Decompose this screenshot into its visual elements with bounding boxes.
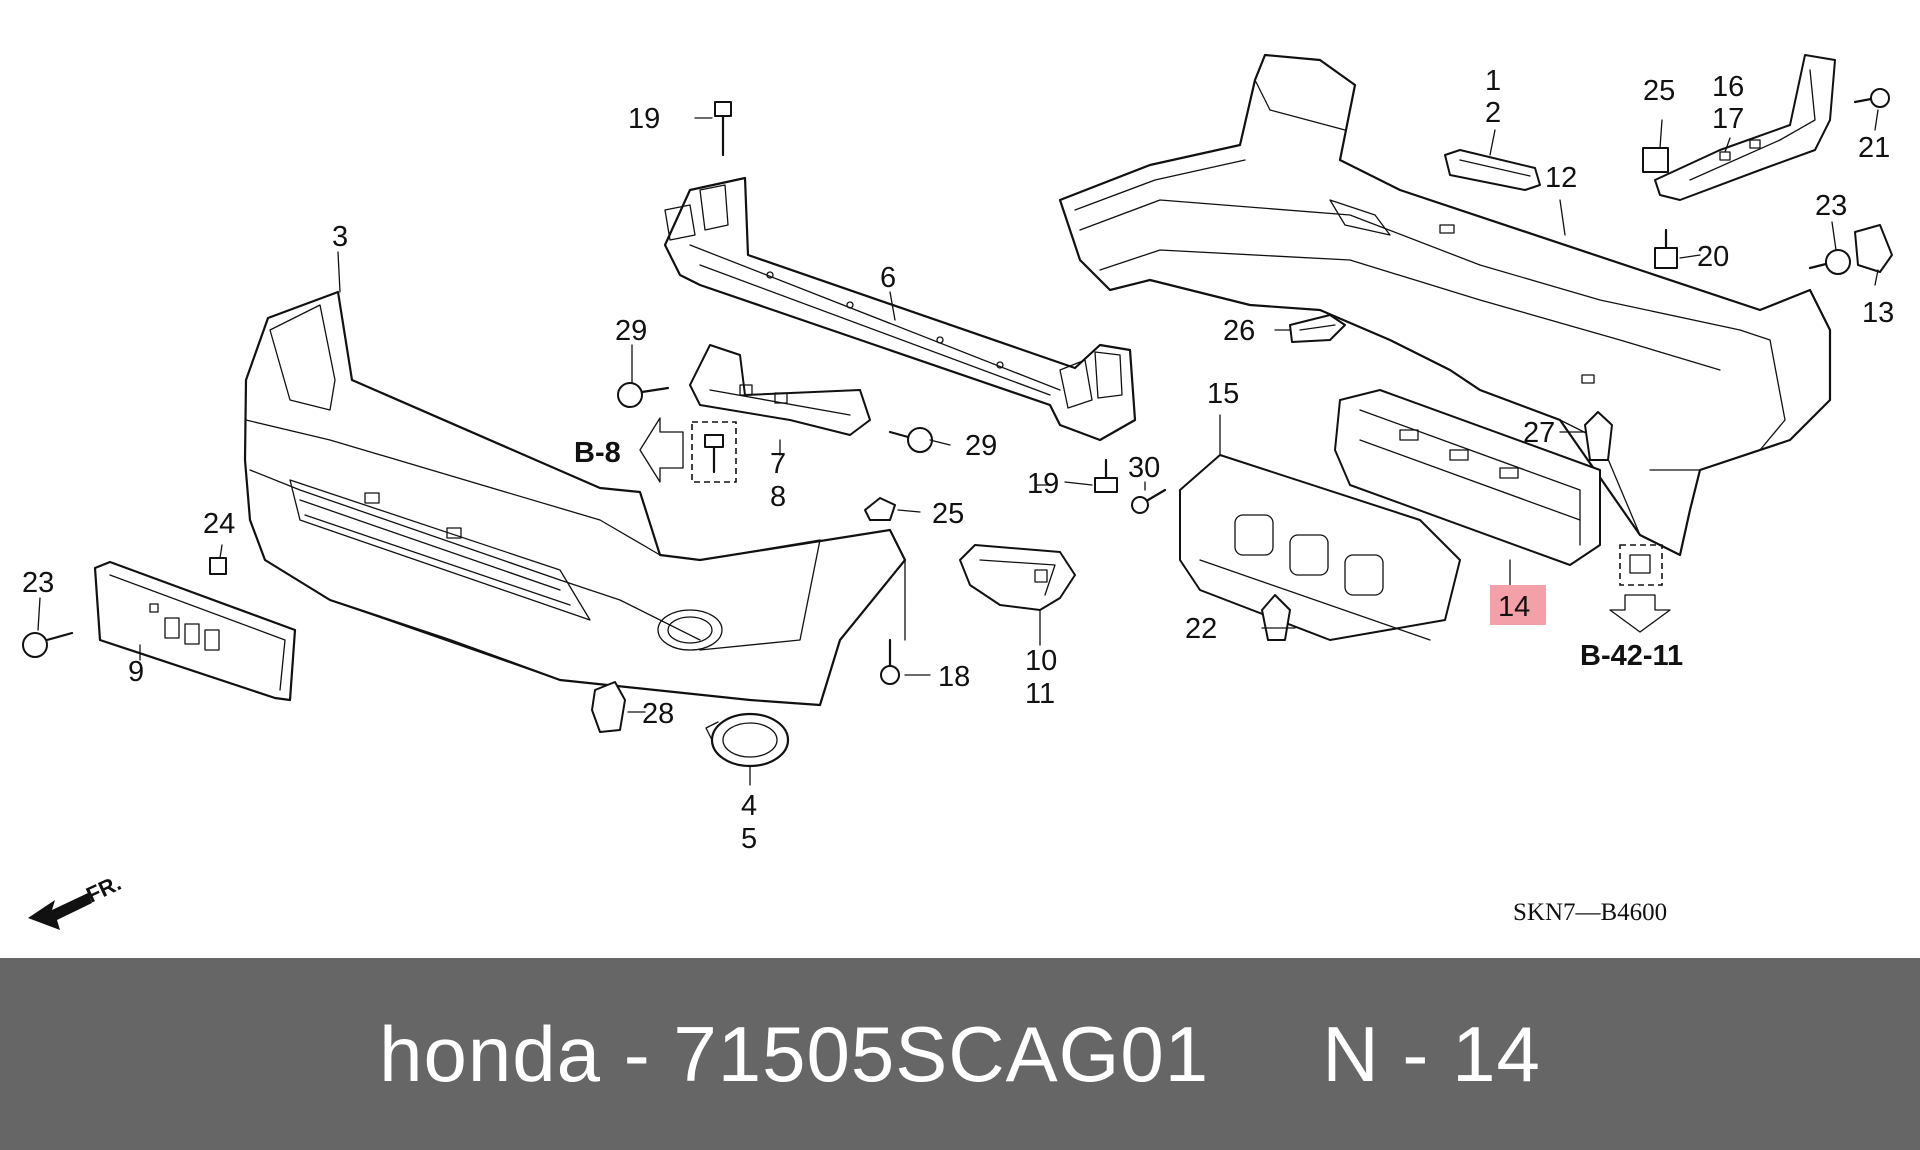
label-part-29-lower: 29 [965,430,997,462]
label-part-21: 21 [1858,132,1890,164]
label-part-23-rear: 23 [1815,190,1847,222]
label-part-19-lower: 19 [1027,468,1059,500]
bolt-21 [1853,88,1890,108]
caption-bar: honda - 71505SCAG01 N - 14 [0,958,1920,1150]
label-part-19-top: 19 [628,103,660,135]
label-part-14: 14 [1498,591,1530,623]
fog-light-ring-part-4-5 [705,712,790,768]
label-part-23-front: 23 [22,567,54,599]
label-part-25-rear: 25 [1643,75,1675,107]
side-bracket-part-10-11 [959,544,1076,611]
nut-24 [209,557,227,575]
screw-18 [880,638,900,685]
label-part-3: 3 [332,221,348,253]
front-direction-arrow-icon [28,893,92,930]
clip-part-26 [1289,314,1346,343]
ref-b4211: B-42-11 [1580,640,1683,672]
label-part-15: 15 [1207,378,1239,410]
label-part-12: 12 [1545,162,1577,194]
label-part-13: 13 [1862,297,1894,329]
parts-diagram: 1 2 3 4 5 6 7 8 9 10 11 12 13 14 15 16 1… [22,53,1895,930]
clip-25-front [864,497,896,521]
label-part-9: 9 [128,656,144,688]
bolt-19-lower [1094,458,1118,493]
label-part-30: 30 [1128,452,1160,484]
clip-22 [1261,594,1291,641]
bolt-29-lower [888,427,933,453]
label-part-17: 17 [1712,103,1744,135]
label-part-2: 2 [1485,97,1501,129]
label-part-27: 27 [1523,417,1555,449]
label-part-8: 8 [770,481,786,513]
part-labels: 1 2 3 4 5 6 7 8 9 10 11 12 13 14 15 16 1… [22,65,1894,926]
front-bumper-part-3 [243,290,907,707]
bolt-29-upper [617,382,670,408]
bolt-20 [1654,228,1678,269]
label-part-7: 7 [770,448,786,480]
highlight-box-part-14 [1490,585,1546,625]
label-part-24: 24 [203,508,235,540]
rear-absorber-part-14 [1334,389,1601,566]
diagram-code: SKN7—B4600 [1513,899,1667,926]
rear-absorber-part-15 [1179,454,1461,641]
bolt-23-front [22,631,74,658]
rear-side-bracket-part-16-17 [1654,54,1836,201]
arrow-b4211-icon [1609,594,1671,633]
clip-25-rear [1642,147,1669,173]
ref-b8: B-8 [574,437,621,469]
label-part-10: 10 [1025,645,1057,677]
clip-27 [1584,411,1613,461]
label-part-4: 4 [741,790,757,822]
front-beam-part-6 [663,176,1137,442]
label-part-16: 16 [1712,71,1744,103]
label-part-20: 20 [1697,241,1729,273]
bolt-23-rear [1808,249,1851,275]
label-part-5: 5 [741,823,757,855]
label-part-18: 18 [938,661,970,693]
fasteners [22,88,1893,733]
front-bracket-part-7-8 [689,344,871,436]
seal-13 [1854,224,1893,273]
label-part-6: 6 [880,262,896,294]
label-part-22: 22 [1185,613,1217,645]
rear-bumper-part-12 [1058,53,1832,557]
label-part-26: 26 [1223,315,1255,347]
label-part-11: 11 [1025,678,1055,710]
label-part-29-upper: 29 [615,315,647,347]
rear-reflector-part-1-2 [1444,149,1541,191]
part-caption: honda - 71505SCAG01 N - 14 [379,1009,1541,1098]
license-plate-bracket-part-9 [93,560,297,702]
clip-28 [591,681,626,733]
label-part-25-front: 25 [932,498,964,530]
parts-diagram-canvas: 1 2 3 4 5 6 7 8 9 10 11 12 13 14 15 16 1… [22,53,1894,930]
bolt-19-top [714,101,732,157]
label-part-28: 28 [642,698,674,730]
leader-lines [37,109,1879,786]
screw-30 [1131,488,1167,514]
arrow-b8-icon [639,417,684,483]
bolt-in-box [704,434,724,474]
label-part-1: 1 [1485,65,1501,97]
